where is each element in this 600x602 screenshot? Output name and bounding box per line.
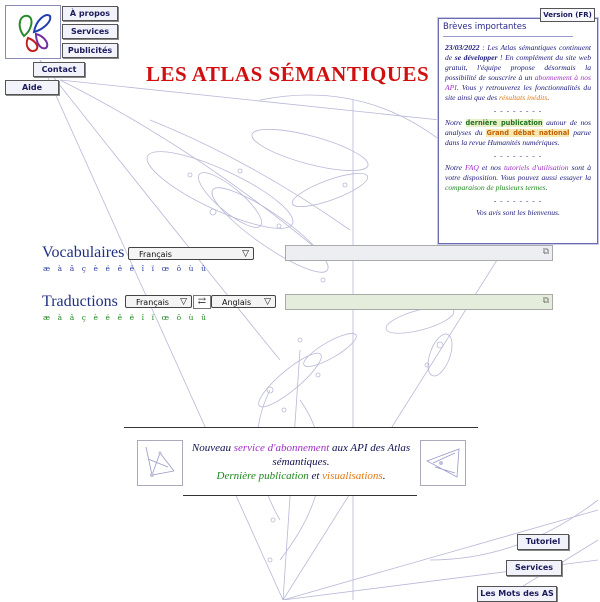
vocab-accent-keys[interactable]: æ à â ç è é ê ë î ï œ ô ù û: [43, 264, 209, 273]
trans-target-value: Anglais: [222, 298, 252, 307]
subscription-service-link[interactable]: service d'abonnement: [233, 442, 330, 454]
announce-text-part: aux API des Atlas sémantiques.: [272, 442, 411, 468]
grand-debat-link[interactable]: Grand débat national: [486, 129, 570, 137]
news-text: .: [545, 183, 548, 192]
site-logo[interactable]: [5, 5, 61, 59]
translations-label: Traductions: [42, 293, 118, 310]
announcement-banner: [124, 427, 478, 496]
news-emphasis: se développer: [454, 53, 498, 62]
vocab-language-select[interactable]: Français ▽: [128, 247, 254, 260]
latest-publication-link[interactable]: Dernière publication: [216, 470, 309, 482]
news-text: .: [547, 93, 550, 102]
news-text: Notre: [445, 118, 466, 127]
vocab-search-input[interactable]: ⧉: [285, 245, 553, 261]
nav-services-button[interactable]: Services: [62, 24, 118, 39]
news-text: : Les Atlas sémantiques continuent de: [445, 43, 591, 62]
news-text: sont à votre disposition. Vous pouvez au…: [445, 163, 591, 182]
external-link-icon[interactable]: ⧉: [542, 296, 549, 306]
news-text: . Vous y retrouverez les fonctionnalités…: [445, 83, 591, 102]
graph-thumbnail-icon: [145, 446, 175, 477]
announcement-text: Nouveau service d'abonnement aux API des…: [190, 441, 412, 483]
announcement-divider: [183, 495, 417, 496]
latest-publication-link[interactable]: dernière publication: [465, 119, 543, 127]
news-panel: Brèves importantes 23/03/2022 : Les Atla…: [438, 18, 598, 244]
trans-accent-keys[interactable]: æ à â ç è é ê ë î ï œ ô ù û: [43, 313, 209, 322]
nav-about-button[interactable]: À propos: [62, 6, 118, 21]
trans-source-value: Français: [136, 298, 169, 307]
vocabularies-label: Vocabulaires: [42, 244, 125, 261]
page-title: LES ATLAS SÉMANTIQUES: [146, 62, 430, 86]
chevron-down-icon: ▽: [180, 297, 187, 307]
news-item-help: Notre FAQ et nos tutoriels d'utilisation…: [445, 163, 591, 193]
news-date: 23/03/2022: [445, 43, 480, 52]
news-text: Notre: [445, 163, 466, 172]
api-subscription-link[interactable]: abonnement à nos API: [445, 73, 591, 92]
tutorials-link[interactable]: tutoriels d'utilisation: [503, 163, 569, 172]
atlas-logo-icon: [18, 14, 52, 52]
nav-ads-button[interactable]: Publicités: [62, 43, 118, 58]
announce-text-part: .: [382, 470, 386, 482]
announce-text-part: et: [308, 470, 323, 482]
faq-link[interactable]: FAQ: [465, 163, 479, 172]
announce-text-part: Nouveau: [191, 442, 234, 454]
news-item-api: 23/03/2022 : Les Atlas sémantiques conti…: [445, 43, 591, 103]
services-button[interactable]: Services: [506, 560, 562, 576]
news-separator: - - - - - - - -: [493, 196, 543, 205]
news-text: et nos: [478, 163, 504, 172]
trans-source-select[interactable]: Français ▽: [125, 295, 192, 308]
external-link-icon[interactable]: ⧉: [542, 247, 549, 257]
visualisation-thumbnail[interactable]: [420, 440, 466, 486]
vocab-language-value: Français: [139, 250, 172, 259]
graph-thumbnail-icon: [426, 448, 460, 478]
compare-terms-link[interactable]: comparaison de plusieurs termes: [445, 183, 546, 192]
news-text: parue dans la revue Humanités numériques…: [445, 128, 592, 147]
visualisations-link[interactable]: visualisations: [322, 470, 383, 482]
trans-search-input[interactable]: ⧉: [285, 294, 553, 310]
news-text: ! En complément du site web gratuit, l'é…: [445, 53, 591, 82]
swap-languages-icon[interactable]: ⇄: [193, 295, 211, 309]
news-text: autour de nos analyses du: [445, 118, 592, 137]
nav-help-button[interactable]: Aide: [5, 80, 59, 95]
news-separator: - - - - - - - -: [493, 106, 543, 115]
tutorial-button[interactable]: Tutoriel: [517, 534, 569, 550]
nav-contact-button[interactable]: Contact: [33, 62, 85, 77]
news-item-publication: Notre dernière publication autour de nos…: [445, 118, 591, 148]
new-results-link[interactable]: résultats inédits: [499, 93, 548, 102]
visualisation-thumbnail[interactable]: [137, 440, 183, 486]
language-version-button[interactable]: Version (FR): [540, 8, 595, 22]
trans-target-select[interactable]: Anglais ▽: [211, 295, 276, 308]
feedback-text: Vos avis sont les bienvenus.: [476, 208, 560, 217]
chevron-down-icon: ▽: [242, 249, 249, 259]
news-title: Brèves importantes: [443, 22, 573, 37]
news-separator: - - - - - - - -: [493, 151, 543, 160]
chevron-down-icon: ▽: [264, 297, 271, 307]
